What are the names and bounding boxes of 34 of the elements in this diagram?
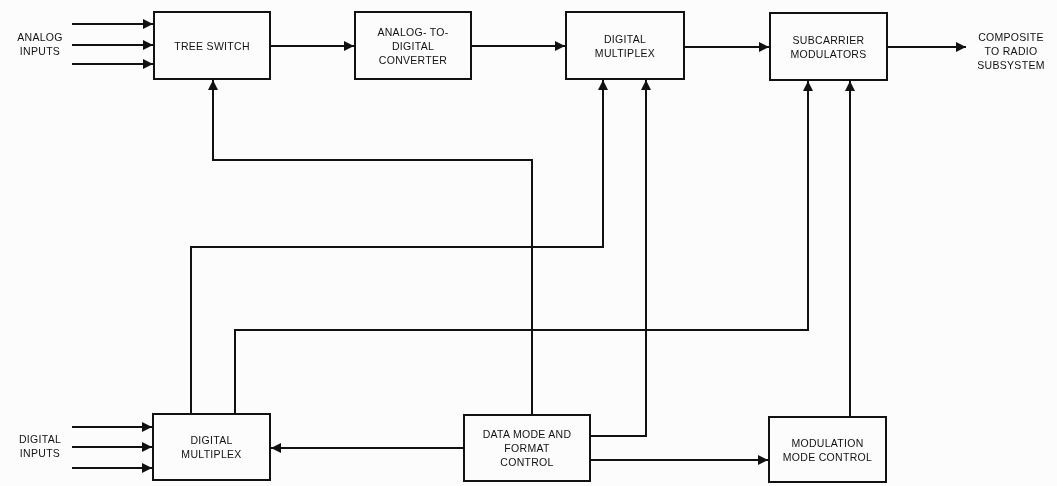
process-box [769,12,888,81]
arrow [234,80,813,414]
arrow [71,422,153,432]
arrow [471,41,566,51]
block-label: MODULATION MODE CONTROL [782,435,873,464]
block-label: DIGITAL MULTIPLEX [180,433,243,461]
arrow [71,19,154,29]
process-box [565,11,685,80]
arrow [71,40,154,50]
output-label: COMPOSITE TO RADIO SUBSYSTEM [976,30,1046,72]
arrow [590,79,651,437]
process-box [153,11,271,80]
process-box [768,416,887,483]
arrow [190,79,608,414]
arrow [71,442,153,452]
block-label: DIGITAL MULTIPLEX [593,31,657,60]
arrow [71,463,153,473]
arrow [590,455,769,465]
arrow [270,443,464,453]
arrow [208,79,533,415]
arrow [845,80,855,417]
arrow [684,42,770,52]
arrow [71,59,154,69]
block-label: SUBCARRIER MODULATORS [789,32,868,61]
block-label: ANALOG- TO-DIGITAL CONVERTER [376,24,450,67]
arrow [270,41,355,51]
input-label: ANALOG INPUTS [16,30,64,58]
process-box [152,413,271,481]
arrow [887,42,967,52]
process-box [463,414,591,482]
block-label: DATA MODE AND FORMAT CONTROL [482,427,572,469]
process-box [354,11,472,80]
block-label: TREE SWITCH [173,38,251,53]
input-label: DIGITAL INPUTS [17,432,63,460]
